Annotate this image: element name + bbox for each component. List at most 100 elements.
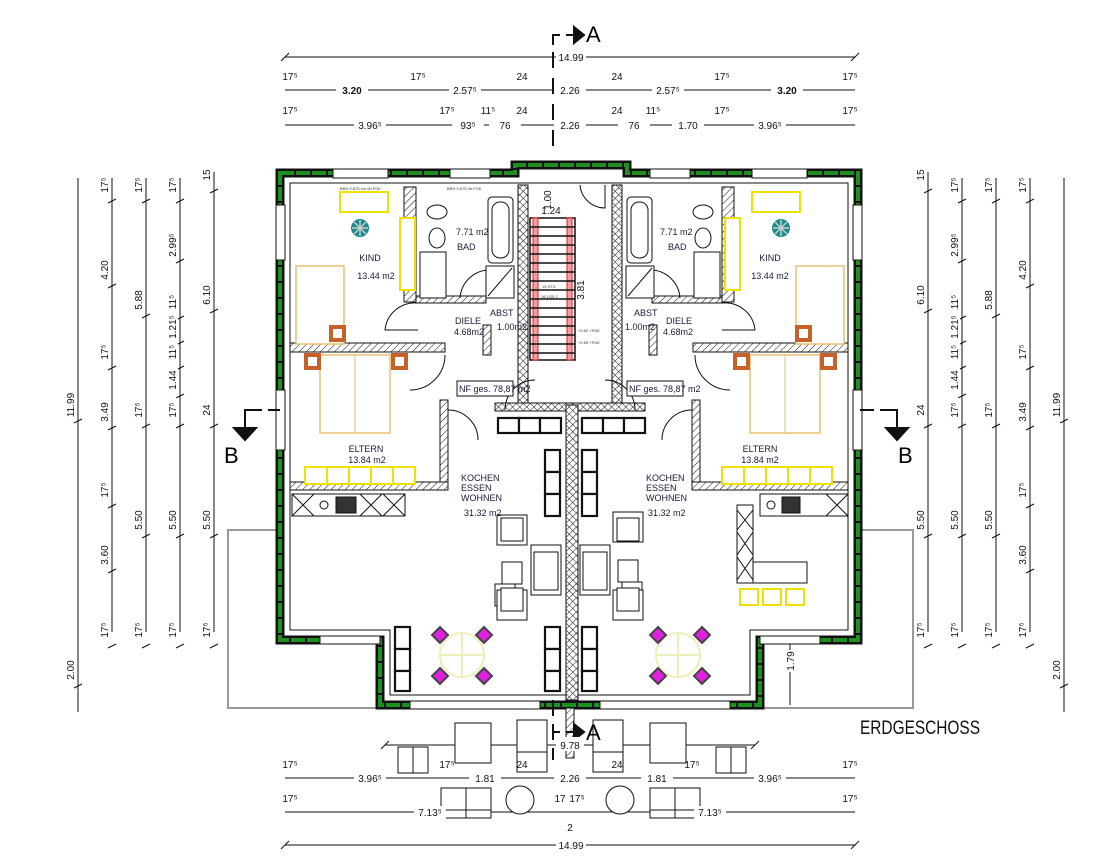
dim-right-col2-label: 17⁵ xyxy=(1018,177,1029,192)
dim-label-bg xyxy=(984,288,994,312)
dim-tick xyxy=(209,188,219,194)
room-bad-left-area: 7.71 m2 xyxy=(456,227,489,237)
dim-bottom-row1-label: 1.81 xyxy=(475,774,495,785)
dim-label-bg xyxy=(1018,618,1028,642)
dim-left-col2-label: 3.60 xyxy=(100,545,111,565)
dim-left-col2-label: 17⁵ xyxy=(100,482,111,497)
dim-terrace-depth: 1.79 xyxy=(786,651,797,671)
dim-label-bg xyxy=(168,340,178,364)
dim-label-bg xyxy=(916,508,926,532)
dim-right-col5-label: 17⁵ xyxy=(916,622,927,637)
dim-label-bg xyxy=(916,618,926,642)
dim-tick xyxy=(107,365,117,371)
dim-bottom-total: 14.99 xyxy=(558,841,583,852)
dim-left-col4-label: 17⁵ xyxy=(168,622,179,637)
dim-right-col4-label: 11⁵ xyxy=(950,345,961,360)
dim-left-col2-label: 3.49 xyxy=(100,402,111,422)
dim-bottom-row1-label: 24 xyxy=(516,760,528,771)
dim-label-bg xyxy=(202,283,212,307)
dim-right-col3-label: 17⁵ xyxy=(984,622,995,637)
dim-tick xyxy=(957,258,967,264)
dim-label-bg xyxy=(354,119,386,132)
dim-label-bg xyxy=(134,288,144,312)
dim-tick xyxy=(141,643,151,649)
dim-label-bg xyxy=(618,119,650,132)
dim-right-col4-label: 17⁵ xyxy=(950,402,961,417)
dim-top-row2-label: 2.26 xyxy=(560,121,580,132)
dim-label-bg xyxy=(202,163,212,187)
dim-top-row1-label: 24 xyxy=(611,72,623,83)
outdoor-furniture xyxy=(397,707,747,819)
room-wohnen-right-l1: KOCHEN xyxy=(646,473,685,483)
dim-top-row1-label: 17⁵ xyxy=(282,72,297,83)
windows xyxy=(275,168,863,710)
dim-tick xyxy=(280,52,290,62)
dim-label-bg xyxy=(66,658,76,682)
dim-tick xyxy=(73,418,83,424)
dim-top-row1-label: 3.20 xyxy=(342,86,362,97)
dim-tick xyxy=(991,423,1001,429)
dim-left-col5-label: 5.50 xyxy=(202,510,213,530)
room-diele-left-area: 4.68m2 xyxy=(454,327,484,337)
dim-bottom-row1-label: 3.96⁵ xyxy=(758,774,782,785)
dim-right-col4-label: 1.21⁵ xyxy=(950,315,961,339)
room-diele-left-name: DIELE xyxy=(455,316,481,326)
dim-tick xyxy=(923,423,933,429)
dim-label-bg xyxy=(950,508,960,532)
dim-label-bg xyxy=(950,618,960,642)
dim-tick xyxy=(73,683,83,689)
dim-top-row1-label: 17⁵ xyxy=(410,72,425,83)
dim-label-bg xyxy=(754,119,786,132)
dim-left-col3-label: 5.88 xyxy=(134,290,145,310)
dim-label-bg xyxy=(1018,340,1028,364)
dim-tick xyxy=(991,198,1001,204)
dim-top-row2-label: 76 xyxy=(499,121,511,132)
dim-tick xyxy=(1059,418,1069,424)
dim-label-bg xyxy=(1018,478,1028,502)
dim-label-bg xyxy=(168,173,178,197)
dim-tick xyxy=(991,313,1001,319)
section-a-top-label: A xyxy=(586,22,601,47)
dim-top-row2-label: 11⁵ xyxy=(481,106,496,117)
stair-width-dim: 1.00 xyxy=(543,190,554,210)
room-wohnen-right-l3: WOHNEN xyxy=(646,493,687,503)
dim-tick xyxy=(991,643,1001,649)
dim-label-bg xyxy=(1018,543,1028,567)
dim-left-col3-label: 17⁵ xyxy=(134,177,145,192)
dim-tick xyxy=(175,533,185,539)
dim-right-col4-label: 17⁵ xyxy=(950,177,961,192)
dim-label-bg xyxy=(489,119,521,132)
dim-label-bg xyxy=(168,368,178,392)
dim-tick xyxy=(141,533,151,539)
dimension-labels: 17⁵3.2017⁵2.57⁵242.26242.57⁵17⁵3.2017⁵17… xyxy=(66,72,1063,834)
dim-top-row2-label: 24 xyxy=(516,106,528,117)
dim-top-row2-label: 3.96⁵ xyxy=(758,121,782,132)
dim-top-row2-label: 76 xyxy=(628,121,640,132)
dim-tick xyxy=(923,308,933,314)
section-a-marks xyxy=(552,24,586,760)
dim-label-bg xyxy=(694,806,726,819)
room-wohnen-left-l2: ESSEN xyxy=(461,483,492,493)
dim-left-col5-label: 6.10 xyxy=(202,285,213,305)
dim-top-total: 14.99 xyxy=(558,53,583,64)
dim-label-bg xyxy=(100,258,110,282)
dim-label-bg xyxy=(554,84,586,97)
dim-left-col2-label: 17⁵ xyxy=(100,344,111,359)
dim-label-bg xyxy=(354,772,386,785)
dim-tick xyxy=(923,533,933,539)
dim-label-bg xyxy=(100,400,110,424)
dim-right-col2-label: 3.60 xyxy=(1018,545,1029,565)
dim-right-col2-label: 4.20 xyxy=(1018,260,1029,280)
window-note-left-bad: BRH 0.875 üb.FOK xyxy=(447,186,482,191)
dim-label-bg xyxy=(754,772,786,785)
dim-tick xyxy=(209,533,219,539)
dim-left-col3-label: 17⁵ xyxy=(134,622,145,637)
section-b-right-label: B xyxy=(898,443,913,468)
dim-label-bg xyxy=(336,84,368,97)
dim-left-col4-label: 5.50 xyxy=(168,510,179,530)
dim-label-bg xyxy=(100,478,110,502)
ceiling-fan-icon xyxy=(351,219,369,237)
stair-treads xyxy=(530,226,575,354)
window-note-left-kind: BRH 0.875 cm üb.FOK xyxy=(340,186,381,191)
dim-left-col2-label: 17⁵ xyxy=(100,622,111,637)
